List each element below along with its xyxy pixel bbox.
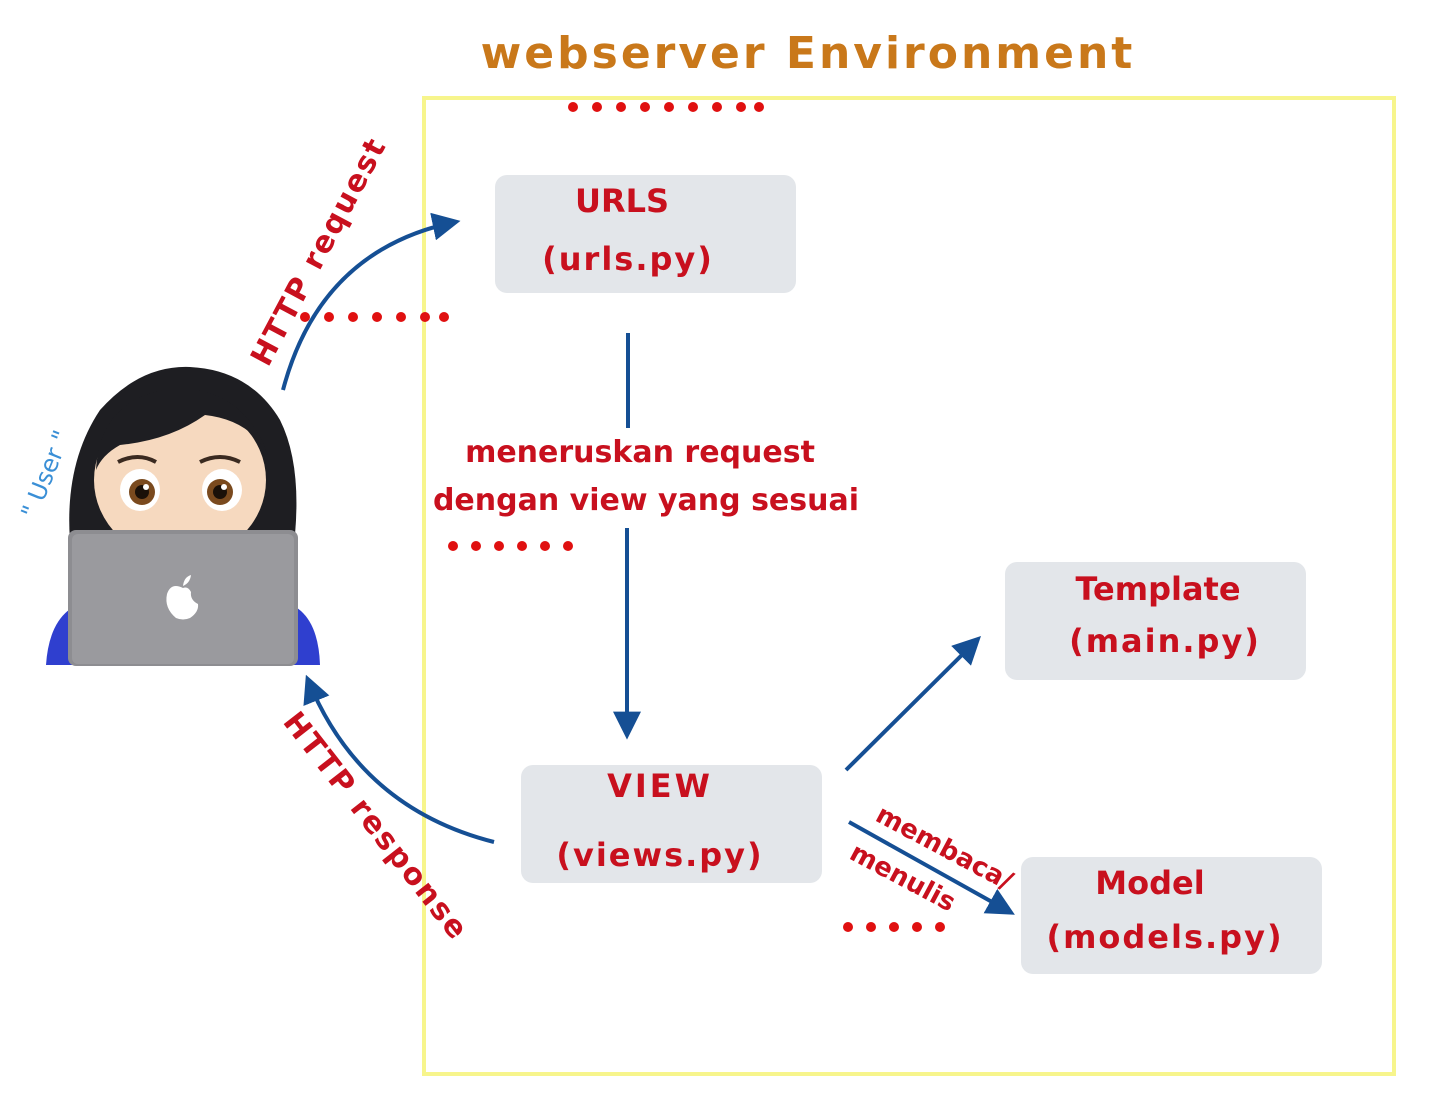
urls-node: URLS (urls.py) xyxy=(495,175,796,293)
http-request-label: HTTP request xyxy=(244,131,394,371)
template-node: Template (main.py) xyxy=(1005,562,1306,680)
urls-file: (urls.py) xyxy=(542,240,714,278)
template-box xyxy=(1005,562,1306,680)
webserver-environment-frame xyxy=(422,96,1396,1076)
forward-dots xyxy=(448,541,573,551)
model-name: Model xyxy=(1095,864,1204,902)
urls-name: URLS xyxy=(575,182,669,220)
view-to-model-arrow xyxy=(848,820,1015,915)
user-label: " User " xyxy=(16,426,76,522)
http-response-arrow xyxy=(303,674,495,844)
forward-label-line2: dengan view yang sesuai xyxy=(433,483,859,518)
view-file: (views.py) xyxy=(556,836,763,874)
http-request-dots xyxy=(300,312,449,322)
view-box xyxy=(521,765,822,883)
title-dots xyxy=(568,102,764,112)
view-to-template-arrow xyxy=(844,636,981,772)
rw-dots xyxy=(843,922,945,932)
model-node: Model (models.py) xyxy=(1021,857,1322,974)
template-name: Template xyxy=(1075,570,1240,608)
woman-with-laptop-icon xyxy=(46,366,320,666)
template-file: (main.py) xyxy=(1069,622,1261,660)
model-file: (models.py) xyxy=(1046,918,1283,956)
http-request-arrow xyxy=(281,212,461,391)
forward-label-line1: meneruskan request xyxy=(465,435,815,470)
view-name: VIEW xyxy=(607,767,713,805)
view-node: VIEW (views.py) xyxy=(521,765,822,883)
diagram-title: webserver Environment xyxy=(481,28,1136,79)
model-box xyxy=(1021,857,1322,974)
urls-box xyxy=(495,175,796,293)
